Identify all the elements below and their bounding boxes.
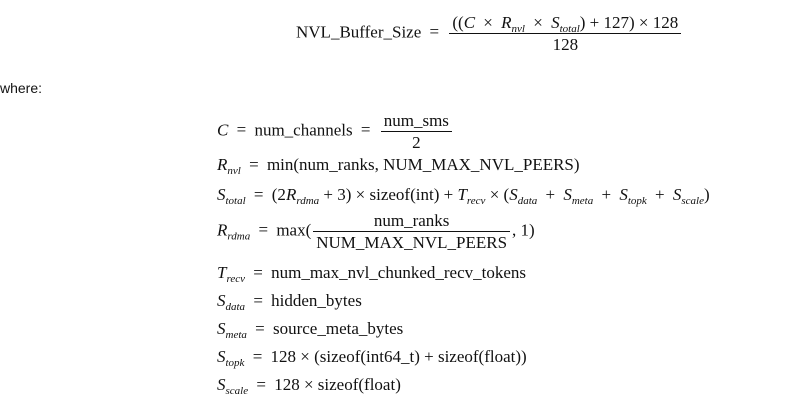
stotal-part: × ( bbox=[485, 185, 510, 204]
c-denominator: 2 bbox=[412, 133, 421, 152]
var-t: T bbox=[217, 263, 227, 282]
def-c: C = num_channels = num_sms 2 bbox=[217, 110, 454, 153]
num-channels: num_channels bbox=[254, 120, 353, 140]
max-close: , 1) bbox=[512, 220, 535, 240]
def-stopk: Stopk = 128 × (sizeof(int64_t) + sizeof(… bbox=[217, 346, 527, 369]
times-sign: × bbox=[483, 13, 493, 32]
plus-sign: + bbox=[601, 185, 612, 204]
main-fraction: ((C × Rnvl × Stotal) + 127) × 128 128 bbox=[449, 12, 682, 55]
main-formula-lhs: NVL_Buffer_Size bbox=[296, 22, 422, 42]
paren: (( bbox=[452, 13, 464, 32]
var-t: T bbox=[457, 185, 467, 204]
sub-total: total bbox=[225, 195, 246, 207]
sub-nvl: nvl bbox=[227, 165, 241, 177]
sub-recv: recv bbox=[226, 273, 245, 285]
max-open: max( bbox=[276, 220, 312, 240]
def-rrdma: Rrdma = max( num_ranks NUM_MAX_NVL_PEERS… bbox=[217, 210, 535, 253]
equals-sign: = bbox=[252, 347, 263, 366]
sub-rdma: rdma bbox=[296, 195, 320, 207]
var-s: S bbox=[563, 185, 572, 204]
sub-data: data bbox=[225, 301, 246, 313]
equals-sign: = bbox=[429, 22, 440, 42]
sub-scale: scale bbox=[681, 195, 704, 207]
sub-rdma: rdma bbox=[227, 230, 251, 243]
trecv-rhs: num_max_nvl_chunked_recv_tokens bbox=[271, 263, 527, 282]
smeta-rhs: source_meta_bytes bbox=[272, 319, 404, 338]
equals-sign: = bbox=[236, 120, 247, 140]
rrdma-numerator: num_ranks bbox=[313, 210, 511, 232]
var-s: S bbox=[217, 347, 226, 366]
stotal-part: (2 bbox=[271, 185, 286, 204]
def-trecv: Trecv = num_max_nvl_chunked_recv_tokens bbox=[217, 262, 527, 285]
var-r: R bbox=[285, 185, 297, 204]
main-denominator: 128 bbox=[552, 35, 579, 54]
var-s: S bbox=[619, 185, 628, 204]
var-s: S bbox=[509, 185, 518, 204]
var-s: S bbox=[551, 13, 560, 32]
var-s: S bbox=[217, 291, 226, 310]
var-s: S bbox=[672, 185, 682, 204]
sub-data: data bbox=[517, 195, 538, 207]
sub-meta: meta bbox=[225, 329, 247, 341]
where-label: where: bbox=[0, 80, 43, 96]
plus-sign: + bbox=[655, 185, 665, 204]
numerator-tail: ) + 127) × 128 bbox=[579, 13, 679, 32]
sub-scale: scale bbox=[225, 385, 249, 397]
stotal-part: + 3) × sizeof(int) + bbox=[319, 185, 458, 204]
var-r: R bbox=[217, 155, 228, 174]
equals-sign: = bbox=[360, 120, 371, 140]
var-r: R bbox=[217, 220, 228, 240]
equals-sign: = bbox=[249, 155, 259, 174]
stotal-part: ) bbox=[704, 185, 710, 204]
sub-topk: topk bbox=[225, 357, 245, 369]
c-numerator: num_sms bbox=[380, 110, 452, 132]
plus-sign: + bbox=[545, 185, 556, 204]
var-s: S bbox=[217, 375, 226, 394]
equals-sign: = bbox=[253, 185, 264, 204]
def-smeta: Smeta = source_meta_bytes bbox=[217, 318, 404, 341]
equals-sign: = bbox=[258, 220, 269, 240]
main-numerator: ((C × Rnvl × Stotal) + 127) × 128 bbox=[449, 12, 682, 35]
equals-sign: = bbox=[253, 291, 263, 310]
rrdma-denominator: NUM_MAX_NVL_PEERS bbox=[316, 233, 508, 252]
var-c: C bbox=[217, 120, 229, 140]
sub-recv: recv bbox=[466, 195, 486, 207]
def-rnvl: Rnvl = min(num_ranks, NUM_MAX_NVL_PEERS) bbox=[217, 154, 580, 177]
main-formula: NVL_Buffer_Size = ((C × Rnvl × Stotal) +… bbox=[296, 12, 683, 55]
sub-nvl: nvl bbox=[511, 23, 525, 35]
var-s: S bbox=[217, 185, 226, 204]
var-c: C bbox=[463, 13, 476, 32]
sub-total: total bbox=[559, 23, 580, 35]
times-sign: × bbox=[533, 13, 543, 32]
equals-sign: = bbox=[253, 263, 263, 282]
rrdma-fraction: num_ranks NUM_MAX_NVL_PEERS bbox=[313, 210, 511, 253]
var-r: R bbox=[501, 13, 512, 32]
def-stotal: Stotal = (2Rrdma + 3) × sizeof(int) + Tr… bbox=[217, 184, 710, 207]
sscale-rhs: 128 × sizeof(float) bbox=[274, 375, 401, 394]
sub-meta: meta bbox=[571, 195, 594, 207]
rnvl-rhs: min(num_ranks, NUM_MAX_NVL_PEERS) bbox=[266, 155, 580, 174]
equals-sign: = bbox=[255, 319, 265, 338]
stopk-rhs: 128 × (sizeof(int64_t) + sizeof(float)) bbox=[270, 347, 527, 366]
sdata-rhs: hidden_bytes bbox=[271, 291, 362, 310]
c-fraction: num_sms 2 bbox=[380, 110, 452, 153]
sub-topk: topk bbox=[627, 195, 647, 207]
var-s: S bbox=[217, 319, 226, 338]
equals-sign: = bbox=[256, 375, 266, 394]
def-sscale: Sscale = 128 × sizeof(float) bbox=[217, 374, 401, 397]
def-sdata: Sdata = hidden_bytes bbox=[217, 290, 362, 313]
